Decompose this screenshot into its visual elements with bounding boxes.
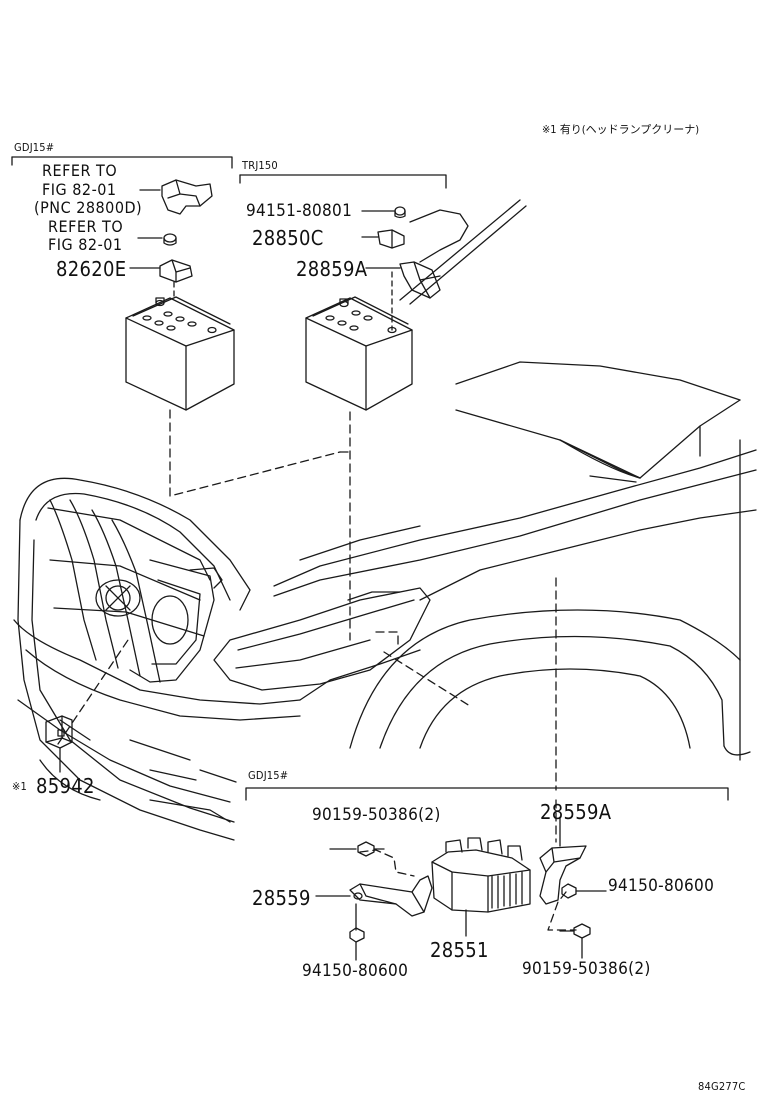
part-label-85942[interactable]: 85942	[36, 774, 95, 798]
leader-lines-left	[129, 189, 163, 269]
part-label-28559a[interactable]: 28559A	[540, 800, 612, 824]
bottom-parts	[315, 817, 607, 961]
part-label-28859a[interactable]: 28859A	[296, 257, 368, 281]
part-label-28559[interactable]: 28559	[252, 886, 311, 910]
ref-line-4: REFER TO	[48, 217, 124, 236]
part-label-85942-mark: ※1	[12, 780, 27, 793]
part-label-28551[interactable]: 28551	[430, 938, 489, 962]
part-label-82620e[interactable]: 82620E	[56, 257, 127, 281]
group-label-gdj15-bottom: GDJ15#	[248, 769, 289, 782]
ref-line-5: FIG 82-01	[48, 235, 123, 254]
battery-middle	[305, 296, 413, 411]
battery-left	[125, 296, 235, 411]
left-small-parts	[159, 179, 213, 297]
part-85942-shape	[45, 715, 73, 773]
part-label-94151-80801[interactable]: 94151-80801	[246, 201, 353, 221]
dashed-connections	[57, 409, 577, 931]
part-label-94150-80600-right[interactable]: 94150-80600	[608, 876, 715, 896]
note-headlamp-cleaner: ※1 有り(ヘッドランプクリーナ)	[542, 123, 700, 136]
middle-small-parts	[361, 199, 527, 331]
group-label-gdj15-top: GDJ15#	[14, 141, 55, 154]
ref-line-3: (PNC 28800D)	[34, 198, 143, 217]
part-label-94150-80600-bottom[interactable]: 94150-80600	[302, 961, 409, 981]
diagram-id: 84G277C	[698, 1080, 746, 1093]
group-brackets	[11, 156, 729, 801]
ref-line-2: FIG 82-01	[42, 180, 117, 199]
part-label-28850c[interactable]: 28850C	[252, 226, 324, 250]
group-label-trj150: TRJ150	[242, 159, 278, 172]
part-label-90159-50386-bottom[interactable]: 90159-50386(2)	[522, 959, 651, 979]
ref-line-1: REFER TO	[42, 161, 118, 180]
vehicle-outline	[13, 361, 757, 841]
part-label-90159-50386-top[interactable]: 90159-50386(2)	[312, 805, 441, 825]
